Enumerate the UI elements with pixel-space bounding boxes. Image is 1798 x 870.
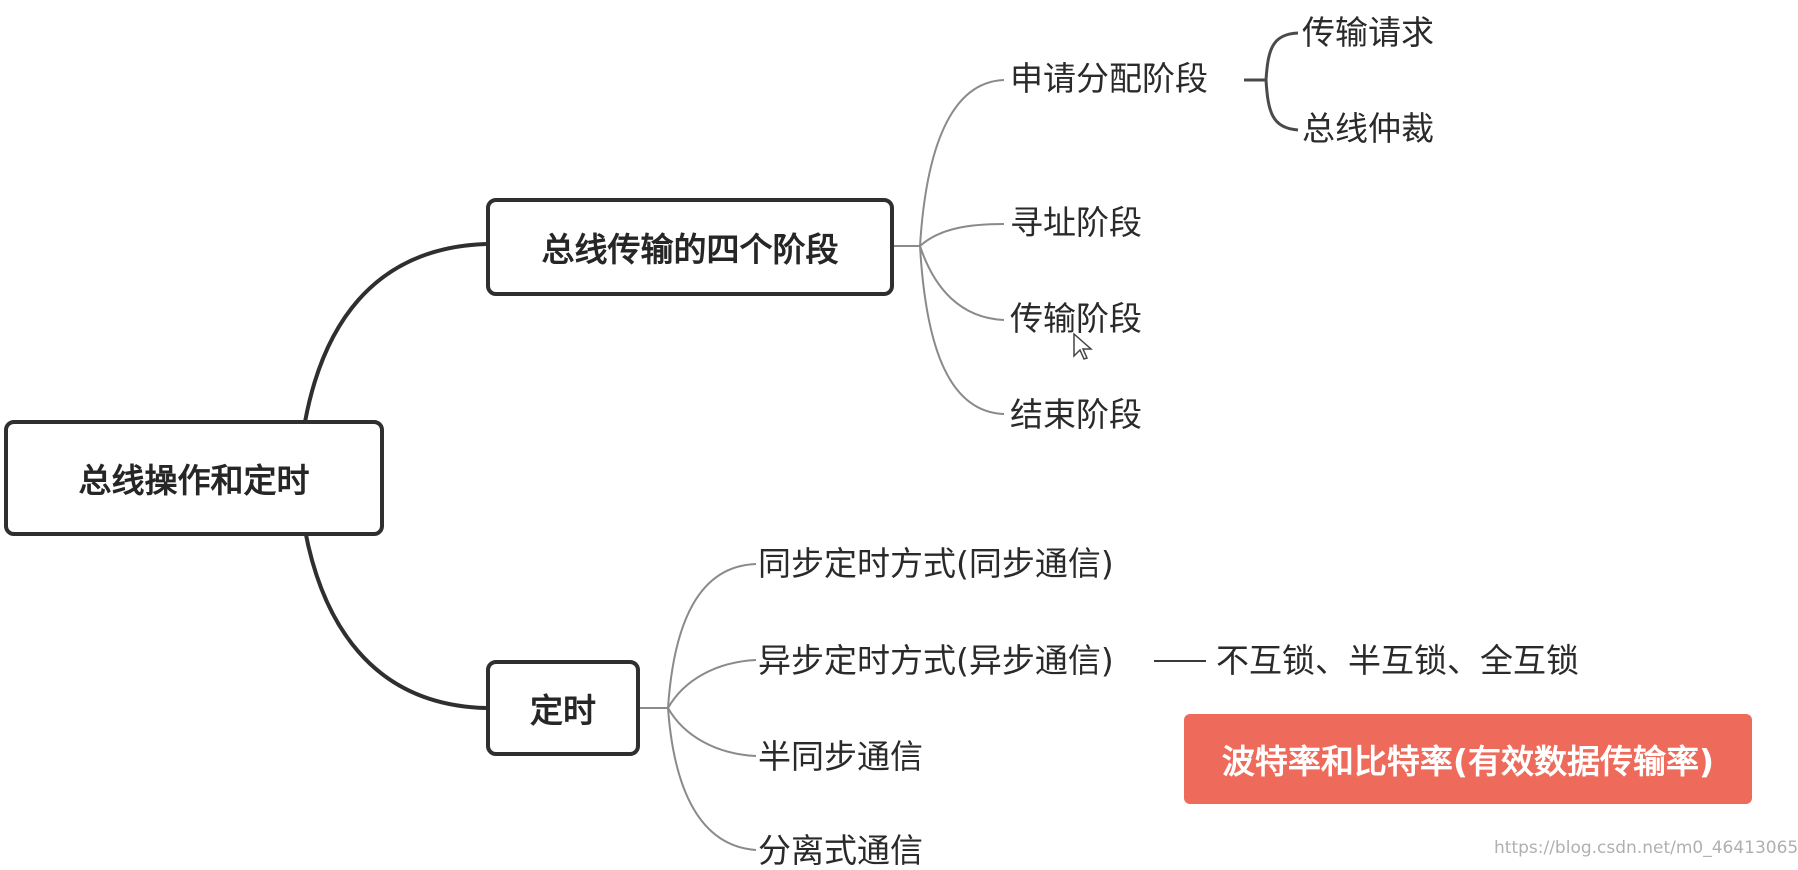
phase-end-label[interactable]: 结束阶段 (1010, 395, 1142, 434)
mouse-cursor-icon (1073, 332, 1093, 360)
phase-address-label[interactable]: 寻址阶段 (1010, 203, 1142, 242)
connector-root-timing (303, 529, 487, 710)
connector-timing-async (667, 659, 757, 709)
connector-timing-sync (667, 563, 757, 709)
connector-phase-end (919, 245, 1005, 415)
connector-phase-apply (919, 79, 1005, 247)
timing-semi-label[interactable]: 半同步通信 (758, 737, 923, 776)
watermark: https://blog.csdn.net/m0_46413065 (1494, 838, 1798, 858)
phase-transfer-label[interactable]: 传输阶段 (1010, 299, 1142, 338)
connector-root-phases (303, 242, 487, 423)
connector-phase-transfer (919, 245, 1005, 321)
phases-node[interactable]: 总线传输的四个阶段 (486, 198, 894, 296)
phases-node-label: 总线传输的四个阶段 (541, 230, 839, 269)
timing-async-label[interactable]: 异步定时方式(异步通信) (758, 641, 1114, 680)
timing-node-label: 定时 (530, 691, 596, 730)
root-node-label: 总线操作和定时 (78, 461, 310, 500)
baud-rate-highlight[interactable]: 波特率和比特率(有效数据传输率) (1184, 714, 1752, 804)
connector-phase-address (919, 223, 1005, 247)
apply-request-label[interactable]: 传输请求 (1302, 13, 1434, 52)
phase-apply-label[interactable]: 申请分配阶段 (1010, 59, 1208, 98)
connector-timing-semi (667, 707, 757, 757)
timing-split-label[interactable]: 分离式通信 (758, 831, 923, 870)
apply-arbitration-label[interactable]: 总线仲裁 (1302, 109, 1434, 148)
connector-lines (303, 31, 1299, 851)
baud-rate-highlight-label: 波特率和比特率(有效数据传输率) (1221, 742, 1715, 781)
connector-timing-split (667, 707, 757, 851)
connector-apply-request (1264, 31, 1299, 81)
timing-async-detail[interactable]: 不互锁、半互锁、全互锁 (1216, 641, 1579, 680)
root-node[interactable]: 总线操作和定时 (4, 420, 384, 536)
connector-apply-arbitration (1264, 79, 1299, 132)
timing-sync-label[interactable]: 同步定时方式(同步通信) (758, 544, 1114, 583)
mind-map: 总线操作和定时 总线传输的四个阶段 定时 申请分配阶段 传输请求 总线仲裁 寻址… (4, 13, 1798, 870)
timing-node[interactable]: 定时 (486, 660, 640, 756)
